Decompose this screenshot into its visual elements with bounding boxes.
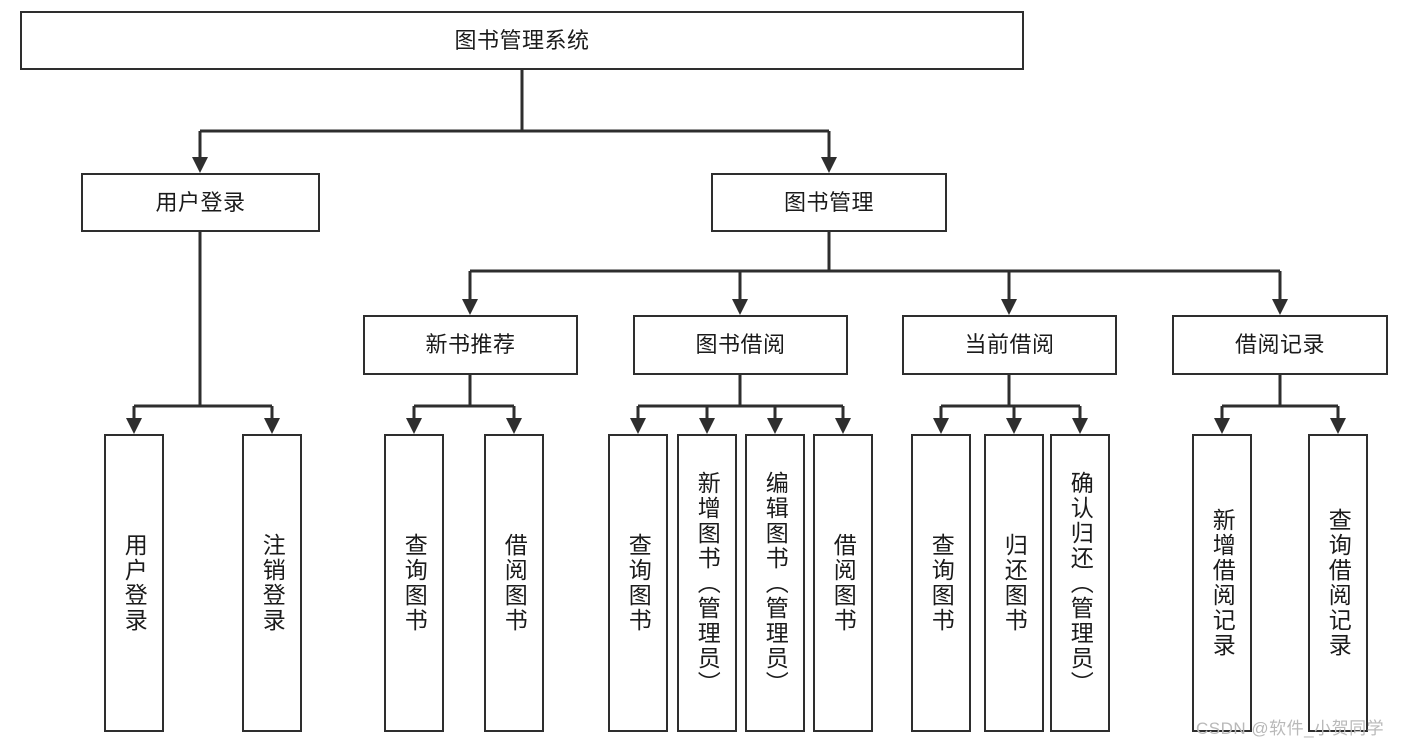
node-root-图书管理系统-label: 图书管理系统 (454, 27, 590, 53)
node-leaf-borrow-book[interactable]: 借阅图书 (813, 434, 873, 732)
edge-root-arrow-0-head (192, 157, 208, 173)
node-leaf-add-record[interactable]: 新增借阅记录 (1192, 434, 1252, 732)
edge-leafarrow-borrow-record-0-head (1214, 418, 1230, 434)
edge-root-arrow-1-head (821, 157, 837, 173)
edge-leafarrow-new-book-recommend-0-head (406, 418, 422, 434)
node-leaf-query-book-borrow-label: 查询图书 (625, 533, 652, 633)
node-leaf-query-book-cur-label: 查询图书 (928, 533, 955, 633)
node-root-图书管理系统[interactable]: 图书管理系统 (20, 11, 1024, 70)
node-borrow-record-label: 借阅记录 (1234, 332, 1325, 358)
node-user-login-label: 用户登录 (155, 189, 246, 215)
node-leaf-query-book-cur[interactable]: 查询图书 (911, 434, 971, 732)
node-new-book-recommend-label: 新书推荐 (425, 332, 516, 358)
edge-leafarrow-current-borrow-1-head (1006, 418, 1022, 434)
node-leaf-confirm-return[interactable]: 确认归还（管理员） (1050, 434, 1110, 732)
node-leaf-logout-label: 注销登录 (259, 533, 286, 633)
node-leaf-add-record-label: 新增借阅记录 (1209, 508, 1236, 658)
node-leaf-query-record-label: 查询借阅记录 (1325, 508, 1352, 658)
node-leaf-edit-book[interactable]: 编辑图书（管理员） (745, 434, 805, 732)
edge-level2-arrow-0-head (462, 299, 478, 315)
edge-level2-arrow-3-head (1272, 299, 1288, 315)
edge-leafarrow-book-borrow-0-head (630, 418, 646, 434)
node-leaf-borrow-book-rec-label: 借阅图书 (501, 533, 528, 633)
edge-leafarrow-current-borrow-0-head (933, 418, 949, 434)
node-current-borrow-label: 当前借阅 (964, 332, 1055, 358)
node-leaf-query-record[interactable]: 查询借阅记录 (1308, 434, 1368, 732)
edge-level2-arrow-1-head (732, 299, 748, 315)
node-borrow-record[interactable]: 借阅记录 (1172, 315, 1388, 375)
edge-leafarrow-new-book-recommend-1-head (506, 418, 522, 434)
node-leaf-borrow-book-rec[interactable]: 借阅图书 (484, 434, 544, 732)
edge-leafarrow-user-login-0-head (126, 418, 142, 434)
node-leaf-query-book-rec[interactable]: 查询图书 (384, 434, 444, 732)
node-leaf-query-book-borrow[interactable]: 查询图书 (608, 434, 668, 732)
node-leaf-confirm-return-label: 确认归还（管理员） (1067, 470, 1094, 696)
node-book-manage[interactable]: 图书管理 (711, 173, 947, 232)
node-leaf-return-book-label: 归还图书 (1001, 533, 1028, 633)
edge-leafarrow-borrow-record-1-head (1330, 418, 1346, 434)
node-leaf-borrow-book-label: 借阅图书 (830, 533, 857, 633)
node-user-login[interactable]: 用户登录 (81, 173, 320, 232)
node-leaf-add-book-label: 新增图书（管理员） (694, 470, 721, 696)
node-leaf-user-login[interactable]: 用户登录 (104, 434, 164, 732)
node-new-book-recommend[interactable]: 新书推荐 (363, 315, 578, 375)
node-leaf-query-book-rec-label: 查询图书 (401, 533, 428, 633)
node-leaf-return-book[interactable]: 归还图书 (984, 434, 1044, 732)
edge-leafarrow-book-borrow-3-head (835, 418, 851, 434)
node-leaf-edit-book-label: 编辑图书（管理员） (762, 470, 789, 696)
edge-level2-arrow-2-head (1001, 299, 1017, 315)
node-leaf-user-login-label: 用户登录 (121, 533, 148, 633)
node-book-borrow-label: 图书借阅 (695, 332, 786, 358)
edge-leafarrow-user-login-1-head (264, 418, 280, 434)
edge-leafarrow-book-borrow-1-head (699, 418, 715, 434)
node-leaf-logout[interactable]: 注销登录 (242, 434, 302, 732)
edge-leafarrow-book-borrow-2-head (767, 418, 783, 434)
edge-leafarrow-current-borrow-2-head (1072, 418, 1088, 434)
node-book-borrow[interactable]: 图书借阅 (633, 315, 848, 375)
csdn-watermark: CSDN @软件_小贺同学 (1196, 719, 1385, 738)
node-current-borrow[interactable]: 当前借阅 (902, 315, 1117, 375)
node-book-manage-label: 图书管理 (783, 189, 874, 215)
node-leaf-add-book[interactable]: 新增图书（管理员） (677, 434, 737, 732)
